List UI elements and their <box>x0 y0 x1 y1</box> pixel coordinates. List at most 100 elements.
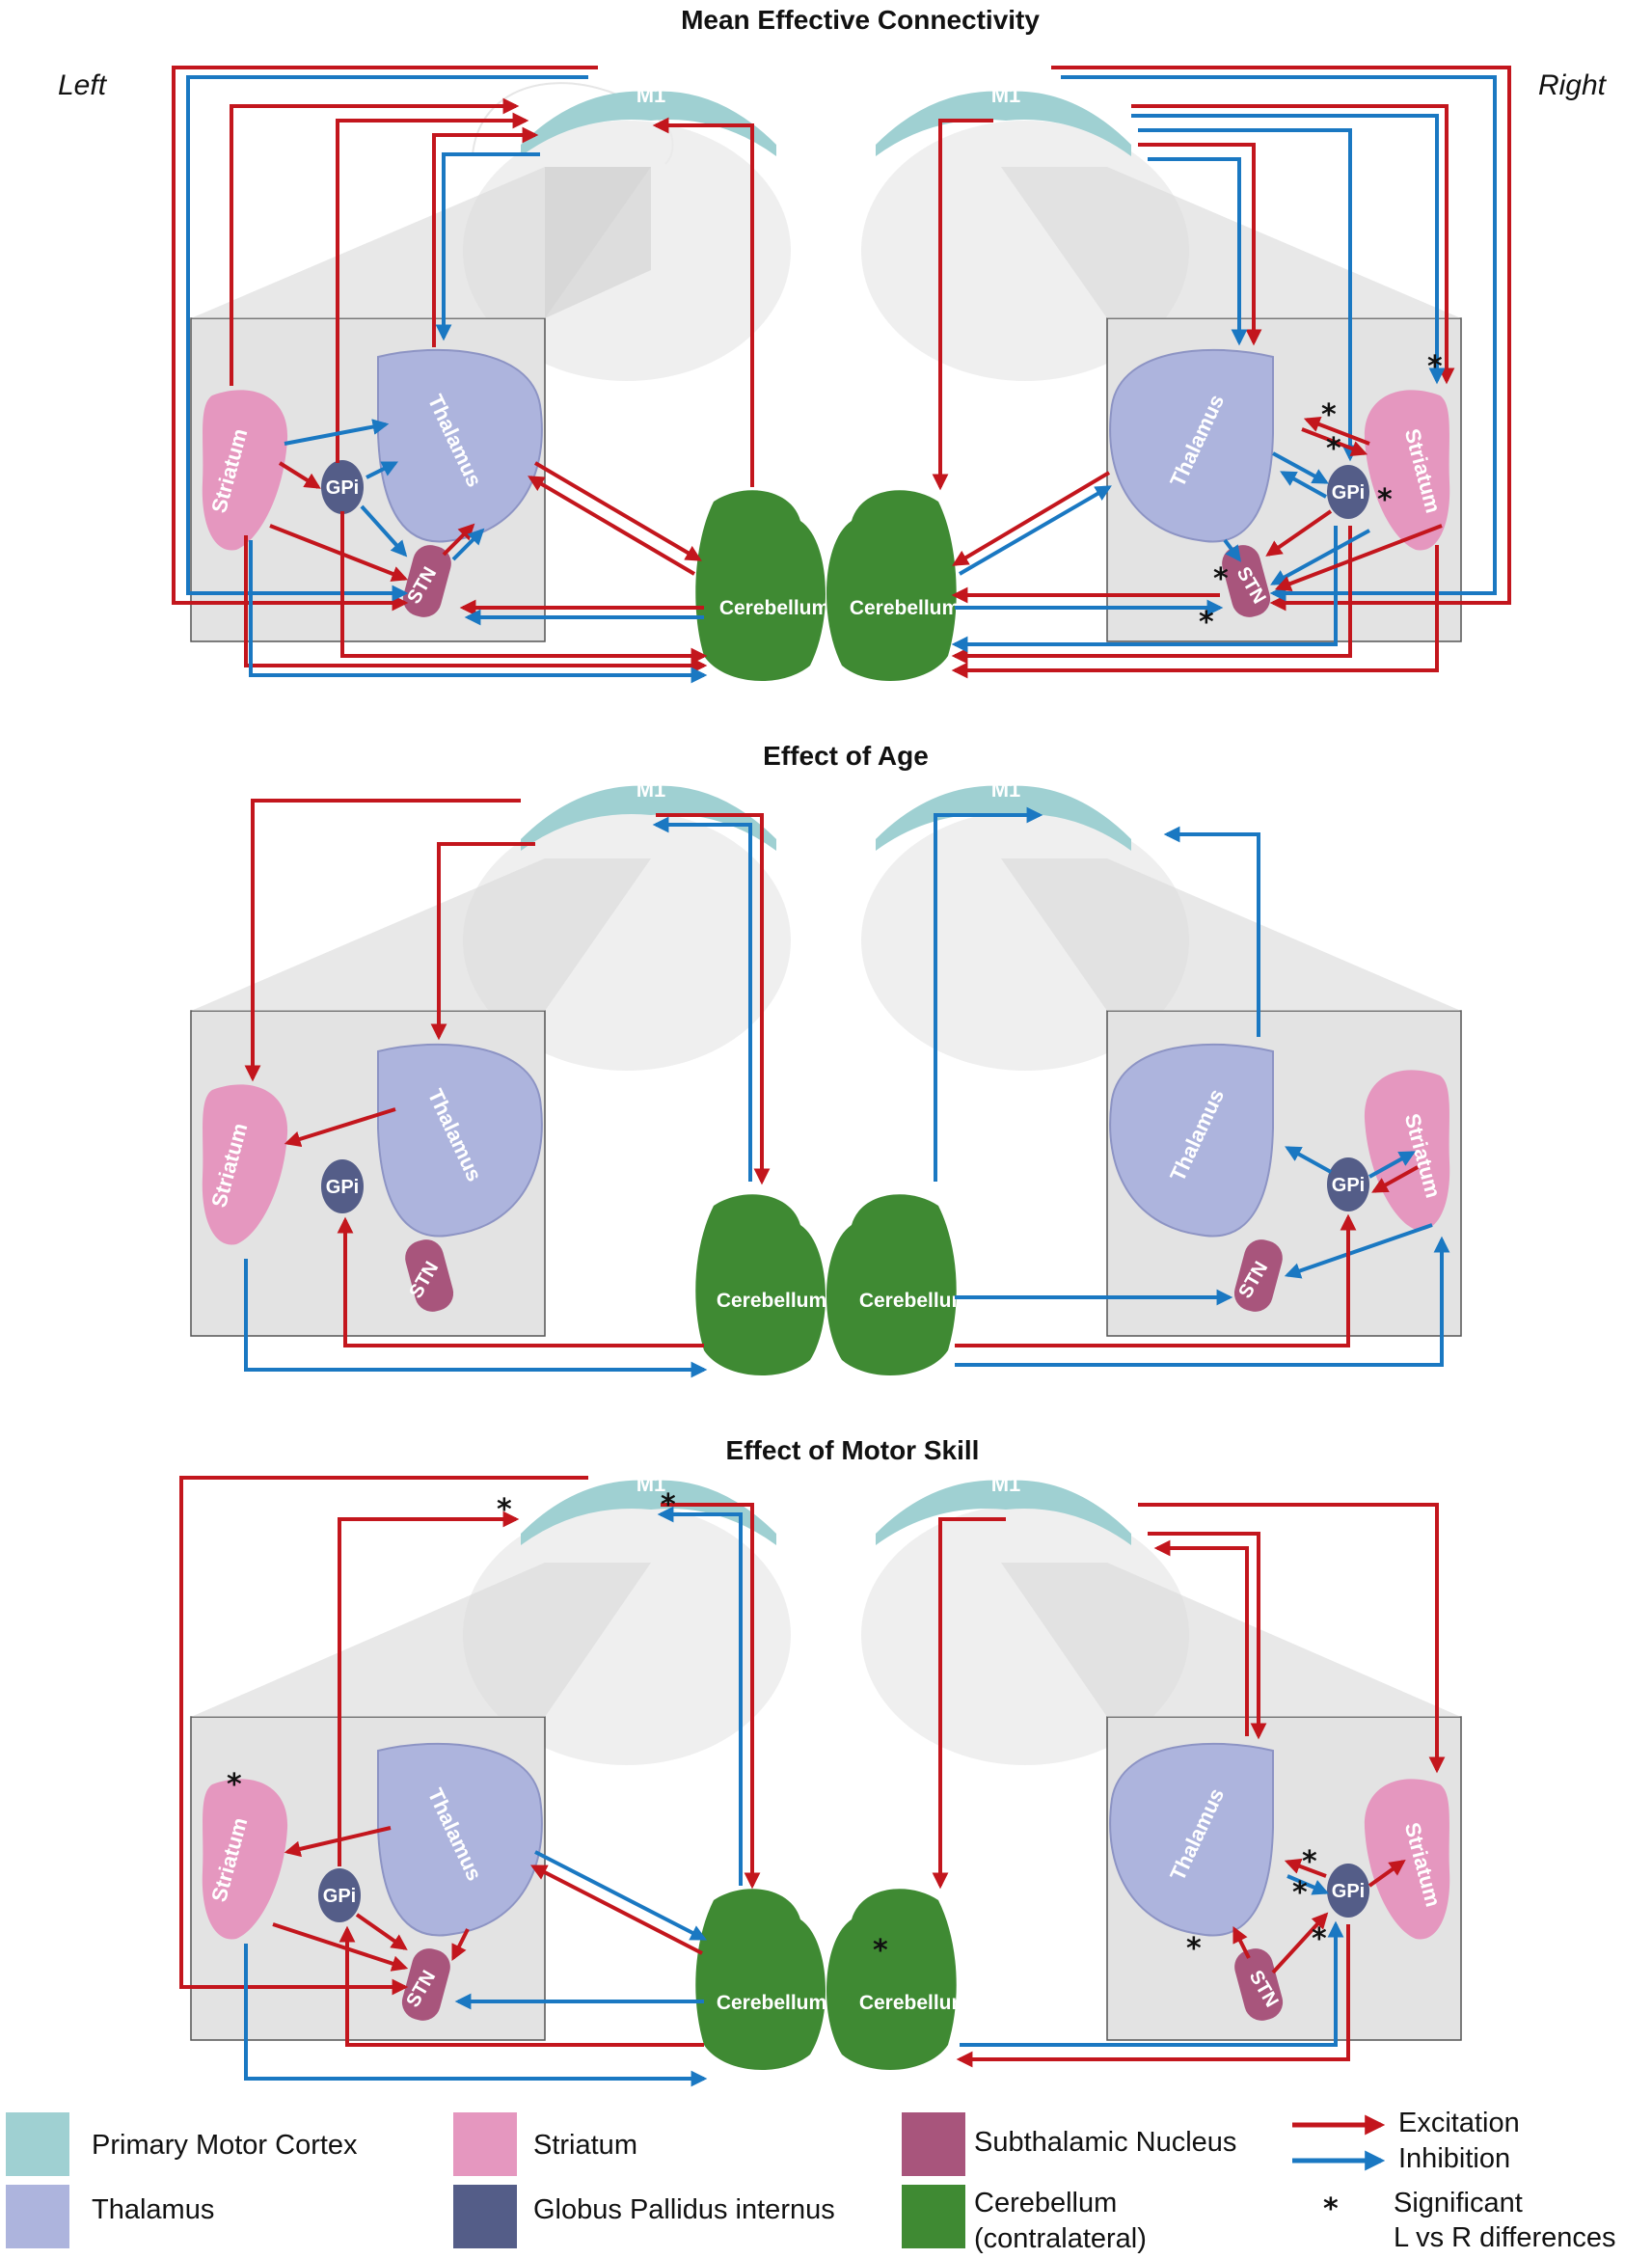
significance-marker: * <box>1213 562 1229 596</box>
excitation-arrow <box>951 526 1352 665</box>
inhibition-arrow <box>657 1506 743 1886</box>
inhibition-arrow <box>934 806 1043 1182</box>
striatum-region <box>202 1779 288 1940</box>
m1-region <box>521 91 776 156</box>
significance-marker: * <box>497 1493 512 1527</box>
excitation-arrow <box>1368 1860 1406 1888</box>
gpi-label: GPi <box>1332 482 1365 504</box>
excitation-arrow <box>1303 416 1370 446</box>
inhibition-arrow <box>1280 471 1327 499</box>
stn-region <box>402 545 451 617</box>
stn-region <box>1233 1239 1283 1312</box>
thalamus-region <box>1109 1742 1274 1937</box>
inhibition-arrow <box>451 528 485 561</box>
excitation-arrow <box>278 461 321 489</box>
gpi-region <box>1327 465 1369 519</box>
significance-marker: * <box>1326 432 1341 466</box>
inhibition-arrow <box>249 540 708 684</box>
significance-marker: * <box>1427 350 1443 384</box>
excitation-arrow <box>1301 427 1368 457</box>
m1-label: M1 <box>991 777 1021 802</box>
gpi-label: GPi <box>323 1886 356 1907</box>
panel-effect-of-age: Effect of Age M1 Thalamus Striatum GPi S… <box>190 741 1462 1378</box>
cerebellum-region <box>695 1194 826 1376</box>
significance-marker: * <box>1321 398 1337 432</box>
excitation-arrow <box>340 511 708 665</box>
excitation-arrow <box>1232 1925 1251 1959</box>
m1-region <box>521 1480 776 1545</box>
excitation-arrow <box>269 524 409 582</box>
m1-region <box>876 1480 1131 1545</box>
excitation-arrow <box>1265 509 1333 557</box>
significance-marker: * <box>227 1768 242 1802</box>
stn-region <box>401 1948 450 2021</box>
thalamus-region <box>377 1043 543 1238</box>
excitation-arrow <box>1051 66 1511 612</box>
excitation-arrow <box>932 1517 1006 1890</box>
inhibition-arrow <box>1285 1146 1332 1174</box>
inhibition-arrow <box>955 1236 1450 1367</box>
left-hemisphere: M1 Thalamus Striatum GPi STN Cerebellum <box>179 1472 826 2087</box>
gpi-swatch <box>453 2185 517 2248</box>
cerebellum-label: Cerebellum <box>717 1290 826 1312</box>
excitation-arrow <box>432 126 539 347</box>
inhibition-arrow <box>244 1259 708 1378</box>
gpi-region <box>318 1868 361 1922</box>
excitation-arrow <box>1153 1539 1249 1736</box>
legend-label: Inhibition <box>1398 2143 1510 2174</box>
legend-label: Primary Motor Cortex <box>92 2130 358 2161</box>
m1-swatch <box>6 2112 69 2176</box>
right-hemisphere: M1 Thalamus Striatum GPi STN Cerebellum … <box>826 1472 1462 2071</box>
inhibition-arrow <box>1286 1874 1330 1895</box>
left-hemisphere: M1 Thalamus Striatum GPi STN Cerebellum <box>190 777 826 1378</box>
cerebellum-label: Cerebellum <box>859 1290 969 1312</box>
gpi-region <box>321 1159 364 1213</box>
significance-marker: * <box>1186 1932 1202 1966</box>
m1-label: M1 <box>636 1472 666 1496</box>
panel-mean-connectivity: Mean Effective Connectivity Left Right M… <box>58 5 1608 684</box>
excitation-arrow <box>244 535 708 674</box>
legend-label: Excitation <box>1398 2108 1520 2138</box>
m1-label: M1 <box>636 777 666 802</box>
excitation-arrow <box>528 476 696 576</box>
cerebellum-region <box>695 1889 826 2071</box>
m1-label: M1 <box>636 83 666 107</box>
gpi-region <box>1327 1157 1369 1211</box>
significance-marker: * <box>873 1934 888 1968</box>
excitation-arrow <box>1148 1532 1267 1740</box>
striatum-swatch <box>453 2112 517 2176</box>
right-hemisphere: M1 Thalamus Striatum GPi STN Cerebellum <box>826 66 1511 682</box>
m1-label: M1 <box>991 83 1021 107</box>
inhibition-arrow <box>958 485 1112 576</box>
cerebellum-label: Cerebellum <box>859 1992 969 2014</box>
cerebellum-label: Cerebellum <box>719 597 829 619</box>
stn-region <box>1222 545 1271 617</box>
thalamus-region <box>1109 348 1274 543</box>
excitation-arrow <box>451 1928 470 1962</box>
excitation-arrow <box>284 1107 396 1148</box>
cerebellum-swatch <box>902 2185 965 2248</box>
legend-label: (contralateral) <box>974 2223 1147 2254</box>
inhibition-arrow <box>1163 826 1260 1037</box>
m1-region <box>521 785 776 851</box>
cerebellum-region <box>695 490 826 682</box>
panel-title: Effect of Motor Skill <box>726 1435 980 1465</box>
significance-marker: * <box>1312 1922 1327 1956</box>
excitation-arrow <box>272 1922 409 1972</box>
legend-label: Globus Pallidus internus <box>533 2194 835 2225</box>
excitation-arrow <box>1284 1858 1327 1878</box>
excitation-arrow <box>244 799 521 1082</box>
right-hemisphere: M1 Thalamus Striatum GPi STN Cerebellum <box>826 777 1462 1376</box>
excitation-arrow <box>932 119 993 491</box>
inhibition-arrow <box>534 1850 707 1941</box>
inhibition-arrow <box>1131 114 1446 385</box>
inhibition-arrow <box>1223 538 1242 562</box>
inhibition-arrow <box>1368 1151 1416 1179</box>
inhibition-arrow <box>1272 451 1329 484</box>
thalamus-region <box>377 348 543 543</box>
excitation-arrow <box>656 813 771 1185</box>
significance-marker: * <box>1199 606 1214 640</box>
excitation-arrow <box>1371 1165 1419 1193</box>
inhibition-arrow <box>244 1944 708 2087</box>
excitation-arrow <box>230 97 520 386</box>
